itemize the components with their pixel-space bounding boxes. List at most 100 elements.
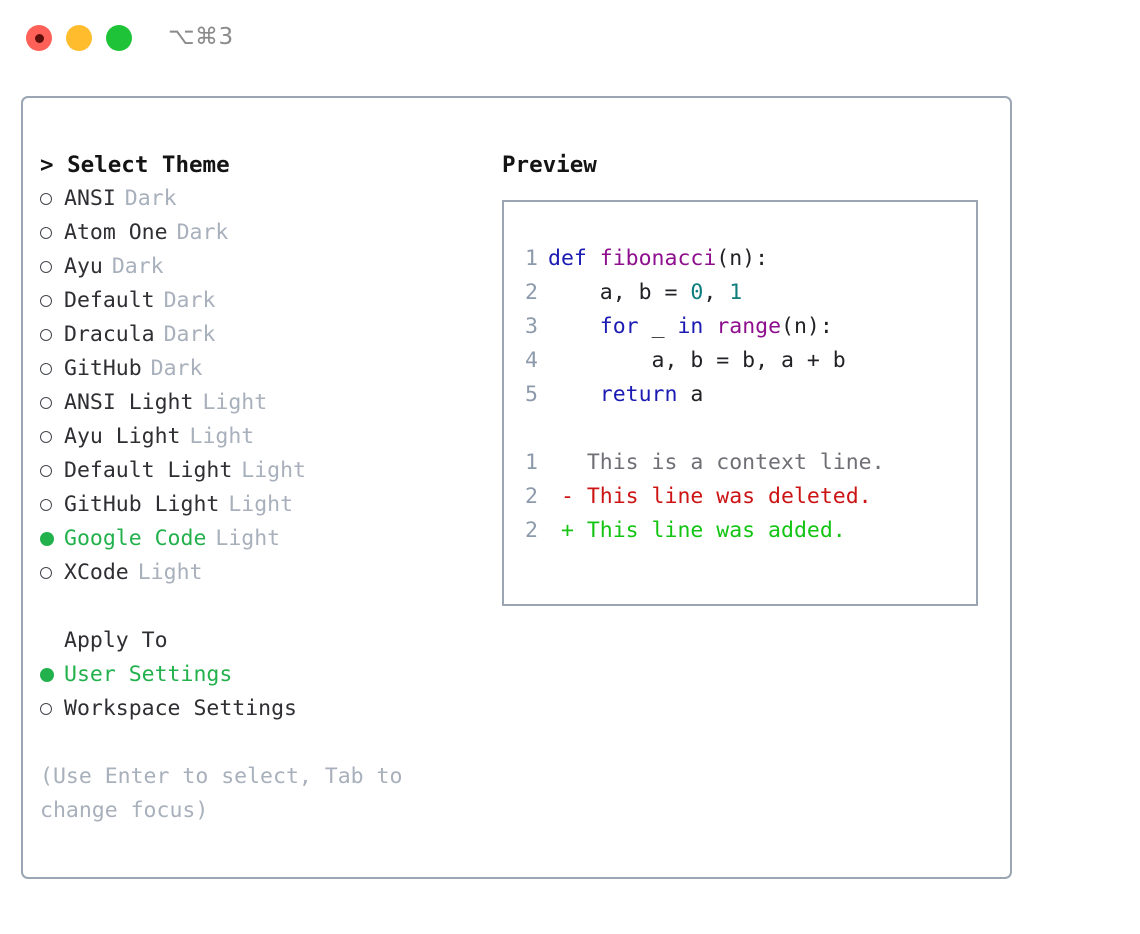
theme-variant-badge: Light	[215, 526, 281, 551]
code-token-plain	[703, 314, 716, 339]
code-line-number: 1	[525, 246, 538, 271]
theme-variant-badge: Light	[189, 424, 255, 449]
theme-option-label: XCode	[64, 560, 129, 585]
theme-option-ansi[interactable]: ANSI Dark	[40, 182, 470, 216]
theme-option-default[interactable]: Default Dark	[40, 284, 470, 318]
code-token-plain: (n):	[781, 314, 833, 339]
code-token-plain	[548, 382, 600, 407]
code-line-number: 2	[525, 280, 538, 305]
radio-dot	[40, 329, 52, 341]
radio-dot	[40, 295, 52, 307]
code-line-number: 5	[525, 382, 538, 407]
theme-option-label: Atom One	[64, 220, 168, 245]
code-token-plain: _	[638, 314, 678, 339]
code-line-number: 3	[525, 314, 538, 339]
code-diff-spacer	[504, 412, 976, 446]
preview-heading: Preview	[502, 152, 597, 178]
code-line-number: 4	[525, 348, 538, 373]
radio-dot	[40, 397, 52, 409]
theme-option-github-light[interactable]: GitHub Light Light	[40, 488, 470, 522]
radio-dot	[40, 465, 52, 477]
radio-dot	[40, 261, 52, 273]
radio-unselected-icon	[40, 397, 64, 409]
theme-option-label: ANSI Light	[64, 390, 194, 415]
radio-unselected-icon	[40, 567, 64, 579]
apply-to-option-user-settings[interactable]: User Settings	[40, 658, 470, 692]
code-token-plain: (n):	[716, 246, 769, 271]
theme-option-xcode[interactable]: XCode Light	[40, 556, 470, 590]
diff-line-number: 1	[525, 450, 538, 475]
traffic-light-group	[26, 25, 132, 51]
window-titlebar: ⌥⌘3	[0, 0, 1140, 78]
code-line-content: def fibonacci(n):	[548, 242, 768, 276]
diff-line-ctx: 1 This is a context line.	[504, 446, 976, 480]
code-token-plain: a, b =	[548, 280, 691, 305]
theme-option-label: Default	[64, 288, 155, 313]
radio-dot	[40, 703, 52, 715]
keyboard-hint-text: (Use Enter to select, Tab to change focu…	[40, 764, 416, 823]
minimize-window-icon[interactable]	[66, 25, 92, 51]
code-token-plain	[548, 314, 600, 339]
theme-variant-badge: Dark	[150, 356, 203, 381]
theme-variant-badge: Dark	[163, 288, 216, 313]
code-token-kw: def	[548, 246, 600, 271]
code-token-plain: a, b = b, a + b	[548, 348, 846, 373]
radio-unselected-icon	[40, 261, 64, 273]
diff-line-del: 2 - This line was deleted.	[504, 480, 976, 514]
radio-dot	[40, 668, 54, 682]
close-window-icon[interactable]	[26, 25, 52, 51]
code-token-num: 0	[690, 280, 704, 305]
theme-variant-badge: Light	[228, 492, 294, 517]
radio-unselected-icon	[40, 465, 64, 477]
radio-selected-icon	[40, 532, 64, 546]
diff-sample-area: 1 This is a context line.2 - This line w…	[504, 446, 976, 548]
radio-unselected-icon	[40, 227, 64, 239]
code-line: 3 for _ in range(n):	[504, 310, 976, 344]
diff-line-content: This is a context line.	[548, 450, 885, 475]
radio-dot	[40, 431, 52, 443]
theme-option-label: GitHub Light	[64, 492, 220, 517]
theme-option-label: ANSI	[64, 186, 116, 211]
theme-variant-badge: Dark	[124, 186, 177, 211]
code-line: 4 a, b = b, a + b	[504, 344, 976, 378]
radio-unselected-icon	[40, 295, 64, 307]
theme-variant-badge: Light	[241, 458, 307, 483]
theme-option-label: GitHub	[64, 356, 142, 381]
radio-dot	[40, 567, 52, 579]
radio-selected-icon	[40, 668, 64, 682]
radio-dot	[40, 499, 52, 511]
select-theme-heading: > Select Theme	[40, 152, 230, 178]
code-token-kw: in	[677, 314, 704, 339]
radio-unselected-icon	[40, 193, 64, 205]
code-token-fn: range	[716, 314, 782, 339]
diff-line-content: + This line was added.	[548, 518, 846, 543]
keyboard-shortcut-label: ⌥⌘3	[168, 24, 234, 50]
theme-variant-badge: Light	[137, 560, 203, 585]
code-token-fn: fibonacci	[599, 246, 717, 271]
diff-line-number: 2	[525, 484, 538, 509]
code-line: 2 a, b = 0, 1	[504, 276, 976, 310]
theme-option-github[interactable]: GitHub Dark	[40, 352, 470, 386]
maximize-window-icon[interactable]	[106, 25, 132, 51]
theme-option-label: Ayu	[64, 254, 103, 279]
diff-line-content: - This line was deleted.	[548, 484, 872, 509]
code-line-content: return a	[548, 378, 704, 412]
apply-to-option-workspace-settings[interactable]: Workspace Settings	[40, 692, 470, 726]
apply-to-option-label: User Settings	[64, 662, 233, 687]
